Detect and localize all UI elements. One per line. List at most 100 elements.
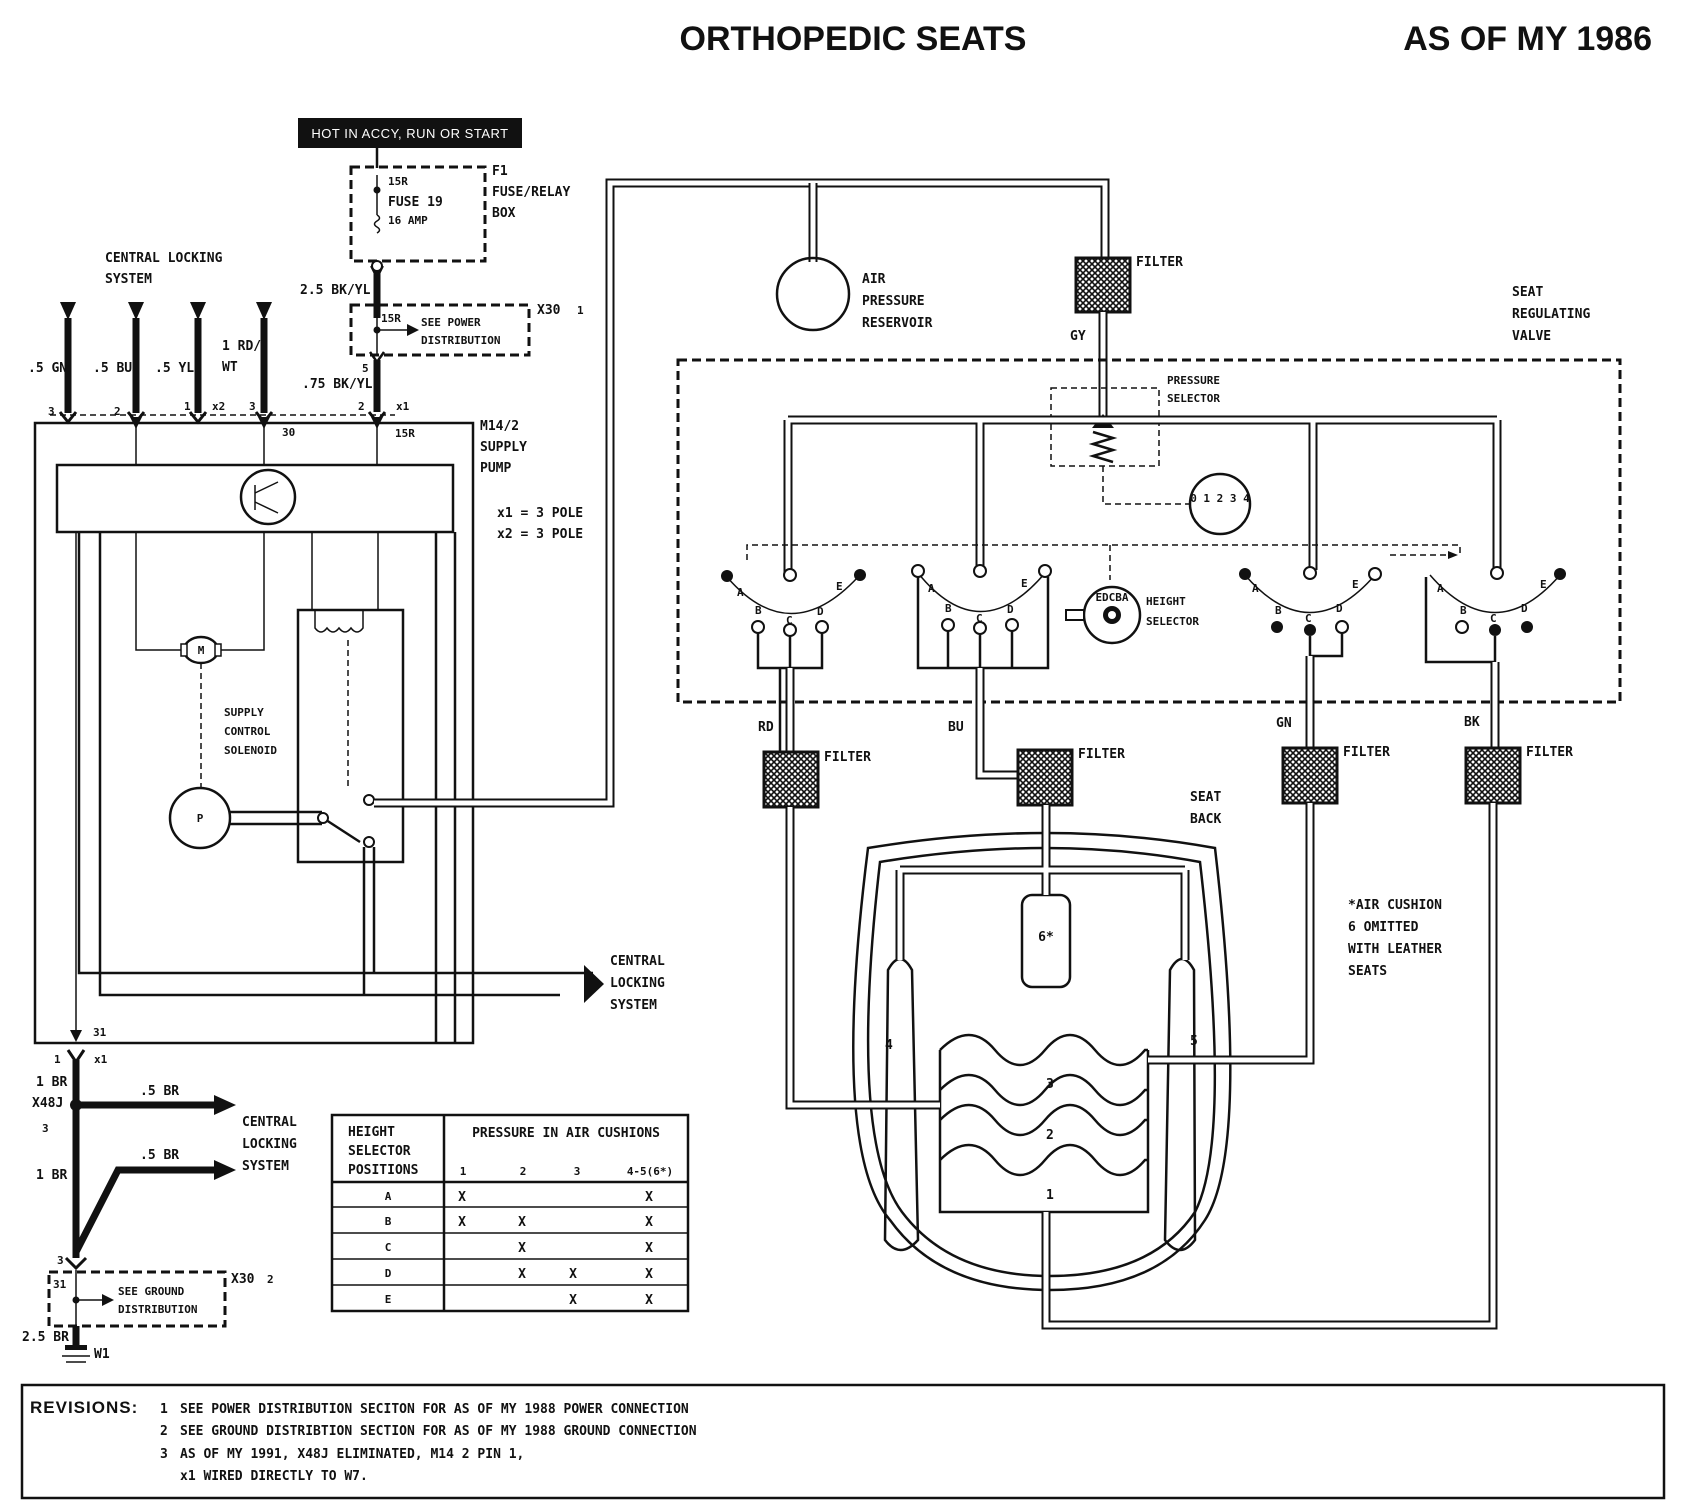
- revision-1-num: 1: [160, 1402, 168, 1417]
- pin30-label: 30: [282, 426, 295, 439]
- table-row-b-c1: X: [458, 1215, 466, 1230]
- port-c-2: C: [976, 612, 983, 625]
- wire-gn-label: .5 GN: [28, 361, 67, 376]
- seatback-line1: SEAT: [1190, 790, 1221, 805]
- solenoid-line3: SOLENOID: [224, 744, 277, 757]
- port-e-2: E: [1021, 577, 1028, 590]
- supply-pump: 30 15R M14/2 SUPPLY PUMP x1 = 3 POLE x2 …: [33, 178, 1110, 1045]
- ground-central1: CENTRAL: [242, 1115, 297, 1130]
- x30-line1: SEE POWER: [421, 316, 481, 329]
- port-e-4: E: [1540, 578, 1547, 591]
- ground-x48j: X48J: [32, 1096, 63, 1111]
- port-c-3: C: [1305, 612, 1312, 625]
- port-a-2: A: [928, 582, 935, 595]
- table-col1-line1: HEIGHT: [348, 1125, 395, 1140]
- leather-note2: 6 OMITTED: [1348, 920, 1419, 935]
- output-filters: RD BU GN BK FILTER FILTER FILTER FILTER: [758, 715, 1573, 809]
- pin5-label: 5: [362, 362, 369, 375]
- ground-wire-br5a: .5 BR: [140, 1084, 179, 1099]
- ground-pin31b: 31: [53, 1278, 67, 1291]
- table-row-a-c4: X: [645, 1190, 653, 1205]
- pressure-sel-line1: PRESSURE: [1167, 374, 1220, 387]
- revision-3-text: AS OF MY 1991, X48J ELIMINATED, M14 2 PI…: [180, 1447, 524, 1462]
- x30-note: 1: [577, 304, 584, 317]
- pin-3a: 3: [48, 405, 55, 418]
- valve-housing: [676, 358, 1622, 704]
- port-d-4: D: [1521, 602, 1528, 615]
- motor-letter: M: [198, 644, 205, 657]
- color-gn: GN: [1276, 716, 1292, 731]
- port-a-3: A: [1252, 582, 1259, 595]
- table-sub-1: 1: [460, 1165, 467, 1178]
- f1-line1: FUSE/RELAY: [492, 185, 570, 200]
- revision-3-num: 3: [160, 1447, 168, 1462]
- table-row-e-pos: E: [385, 1293, 392, 1306]
- cushion-6: 6*: [1038, 930, 1054, 945]
- port-d-1: D: [817, 605, 824, 618]
- port-c-1: C: [786, 614, 793, 627]
- table-row-a-c1: X: [458, 1190, 466, 1205]
- x30-ground-box: [47, 1270, 227, 1328]
- pump-letter: P: [197, 812, 204, 825]
- table-sub-4: 4-5(6*): [627, 1165, 673, 1178]
- table-row-d-pos: D: [385, 1267, 392, 1280]
- x2-label: x2: [212, 400, 225, 413]
- gy-label: GY: [1070, 329, 1086, 344]
- central-out2: LOCKING: [610, 976, 665, 991]
- valve-label1: SEAT: [1512, 285, 1543, 300]
- seat-regulating-valve: PRESSURE SELECTOR 0 1 2 3 4 EDCBA HEIGHT…: [676, 358, 1622, 780]
- port-d-3: D: [1336, 602, 1343, 615]
- table-row: B X X X: [385, 1215, 653, 1230]
- leather-note1: *AIR CUSHION: [1348, 898, 1442, 913]
- port-b-4: B: [1460, 604, 1467, 617]
- f1-line2: BOX: [492, 206, 516, 221]
- ground-wire2: 1 BR: [36, 1168, 67, 1183]
- central-out1: CENTRAL: [610, 954, 665, 969]
- height-label2: SELECTOR: [1146, 615, 1199, 628]
- ground-pin31: 31: [93, 1026, 107, 1039]
- table-row: C X X: [385, 1241, 653, 1256]
- table-row-d-c4: X: [645, 1267, 653, 1282]
- table-row-b-c4: X: [645, 1215, 653, 1230]
- port-e-3: E: [1352, 578, 1359, 591]
- pin-2b: 2: [358, 400, 365, 413]
- pump-label3: PUMP: [480, 461, 511, 476]
- valve-label2: REGULATING: [1512, 307, 1590, 322]
- fuse-pin: 15R: [388, 175, 408, 188]
- cushion-1: 1: [1046, 1188, 1054, 1203]
- ground-see2: DISTRIBUTION: [118, 1303, 197, 1316]
- reservoir-line2: PRESSURE: [862, 294, 925, 309]
- hot-label: HOT IN ACCY, RUN OR START: [311, 126, 508, 141]
- table-sub-3: 3: [574, 1165, 581, 1178]
- pressure-dial-digits: 0 1 2 3 4: [1190, 492, 1250, 505]
- pneumatic-top: AIR PRESSURE RESERVOIR FILTER GY SEAT RE…: [775, 183, 1590, 420]
- filter-rd-label: FILTER: [824, 750, 871, 765]
- pole2: x2 = 3 POLE: [497, 527, 583, 542]
- table-row-c-pos: C: [385, 1241, 392, 1254]
- table-row-b-pos: B: [385, 1215, 392, 1228]
- ground-pin3: 3: [57, 1254, 64, 1267]
- table-row-d-c2: X: [518, 1267, 526, 1282]
- revisions-heading: REVISIONS:: [30, 1398, 138, 1417]
- ground-wire3: 2.5 BR: [22, 1330, 69, 1345]
- power-feed: HOT IN ACCY, RUN OR START 15R FUSE 19 16…: [298, 118, 584, 412]
- height-label1: HEIGHT: [1146, 595, 1186, 608]
- filter-bk-label: FILTER: [1526, 745, 1573, 760]
- cushion-2: 2: [1046, 1128, 1054, 1143]
- revision-2-num: 2: [160, 1424, 168, 1439]
- port-e-1: E: [836, 580, 843, 593]
- color-rd: RD: [758, 720, 774, 735]
- table-row-c-c4: X: [645, 1241, 653, 1256]
- pump-label1: M14/2: [480, 419, 519, 434]
- ground-wire1: 1 BR: [36, 1075, 67, 1090]
- table-row: A X X: [385, 1190, 653, 1205]
- port-b-2: B: [945, 602, 952, 615]
- pump-housing: [33, 421, 475, 1045]
- table-sub-2: 2: [520, 1165, 527, 1178]
- cushion-5: 5: [1190, 1034, 1198, 1049]
- reservoir-line3: RESERVOIR: [862, 316, 933, 331]
- x30-label: X30: [537, 303, 561, 318]
- leather-note3: WITH LEATHER: [1348, 942, 1442, 957]
- filter-gn-label: FILTER: [1343, 745, 1390, 760]
- port-d-2: D: [1007, 603, 1014, 616]
